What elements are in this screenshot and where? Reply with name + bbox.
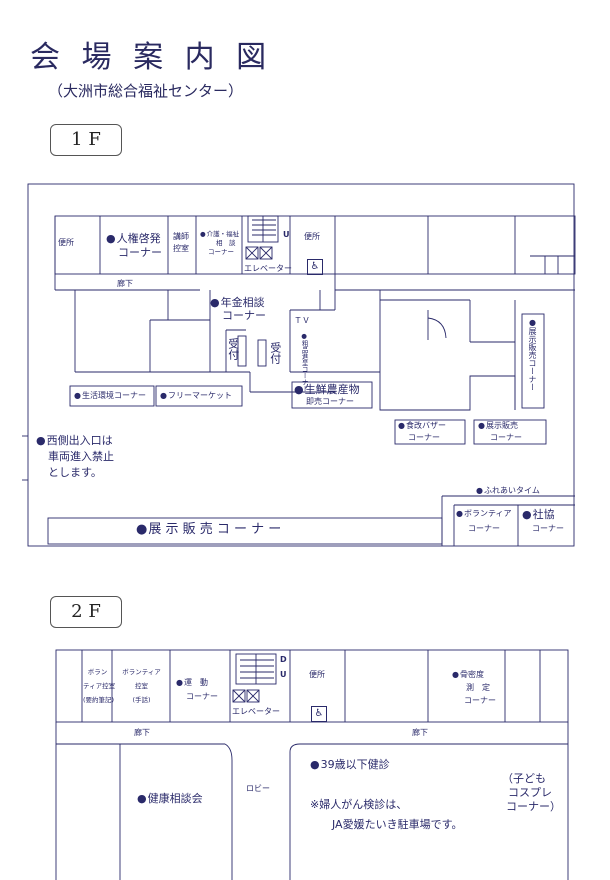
elevator-label-1f: エレベーター (244, 264, 292, 273)
stairs-up-label-2f: U (280, 670, 287, 679)
shokukai-label: 食改バザー (398, 421, 446, 431)
kaigo-soudan-label: 相 談 (216, 239, 236, 247)
kenshin39-label: 39歳以下健診 (310, 758, 390, 772)
page-title: 会 場 案 内 図 (30, 40, 273, 75)
stairs-down-label: D (280, 655, 287, 664)
corridor-label-1f: 廊下 (117, 279, 133, 288)
toilet-label-2f: 便所 (309, 670, 325, 679)
tenji-bottom-label: 展 示 販 売 コ ー ナ ー (136, 522, 281, 538)
undou-corner-label: コーナー (186, 692, 218, 701)
kodomo-line2: コスプレ (508, 786, 552, 799)
vol-room-b-line3: (手話) (132, 696, 151, 704)
floor-1-tab: 1 F (50, 124, 122, 156)
undou-label: 運 動 (176, 678, 208, 688)
elevator-label-2f: エレベーター (232, 707, 280, 716)
tenji-hanbai-label: 展示販売 (478, 421, 518, 431)
koushi-label: 講師 (173, 232, 189, 241)
volunteer-corner-label: コーナー (468, 524, 500, 533)
corridor-right-label-2f: 廊下 (412, 728, 428, 737)
jinken-corner-sub: コーナー (118, 246, 162, 259)
tv-label: ＴＶ (294, 316, 310, 325)
kotsu-label: 骨密度 (452, 670, 484, 680)
kaigo-label: 介護・福祉 (200, 230, 240, 238)
toilet-center-label: 便所 (304, 232, 320, 241)
west-note-line3: とします。 (48, 466, 102, 479)
wheelchair-icon-2f: ♿ (311, 706, 327, 722)
vol-room-a-line3: (要約筆記) (83, 696, 115, 704)
kenkou-label: 健康相談会 (137, 792, 203, 806)
shokukai-corner-label: コーナー (408, 433, 440, 442)
seisen-corner-label: 即売コーナー (306, 397, 354, 406)
shakyo-corner-label: コーナー (532, 524, 564, 533)
vol-room-b-line1: ボランティア (122, 668, 161, 676)
volunteer-label: ボランティア (456, 509, 512, 519)
kaigo-corner-label: コーナー (208, 248, 234, 256)
west-note-line1: 西側出入口は (36, 434, 113, 448)
fureai-label: ふれあいタイム (476, 486, 540, 496)
corridor-left-label-2f: 廊下 (134, 728, 150, 737)
kodomo-line3: コーナー） (506, 800, 561, 813)
tenji-side-label: 展示販売コーナー (527, 318, 537, 406)
kodomo-line1: （子ども (502, 772, 546, 785)
vol-room-a-line1: ボラン (87, 668, 108, 676)
kotsu-corner-label: コーナー (464, 696, 496, 705)
tenji-hanbai-corner-label: コーナー (490, 433, 522, 442)
lobby-label: ロビー (246, 784, 270, 793)
floor2-top-rooms (55, 649, 569, 723)
jinken-corner-label: 人権啓発 (106, 232, 161, 246)
floor1-outline (27, 183, 575, 547)
seisen-label: 生鮮農産物 (294, 383, 360, 397)
sodai-label: 粗品進呈コーナー (300, 332, 308, 392)
floor-2-tab: 2 F (50, 596, 122, 628)
fujin-note-line2: JA愛媛たいき駐車場です。 (332, 818, 463, 831)
shakyo-label: 社協 (522, 508, 555, 522)
nenkin-label: 年金相談 (210, 296, 265, 310)
stairs-up-label: U (283, 230, 290, 239)
seikatsu-label: 生活環境コーナー (74, 391, 146, 401)
wheelchair-icon: ♿ (307, 259, 323, 275)
west-note-line2: 車両進入禁止 (48, 450, 114, 463)
reception-label-2: 受付 (268, 342, 282, 364)
reception-label-1: 受付 (226, 338, 240, 360)
page-subtitle: （大洲市総合福祉センター） (48, 82, 244, 100)
vol-room-a-line2: ティア控室 (83, 682, 116, 690)
free-market-label: フリーマーケット (160, 391, 232, 401)
toilet-left-label: 便所 (58, 238, 74, 247)
kotsu-sub-label: 測 定 (466, 683, 490, 692)
nenkin-corner-label: コーナー (222, 309, 266, 322)
fujin-note-line1: ※婦人がん検診は、 (310, 798, 408, 811)
vol-room-b-line2: 控室 (135, 682, 148, 690)
hikae-label: 控室 (173, 244, 189, 253)
